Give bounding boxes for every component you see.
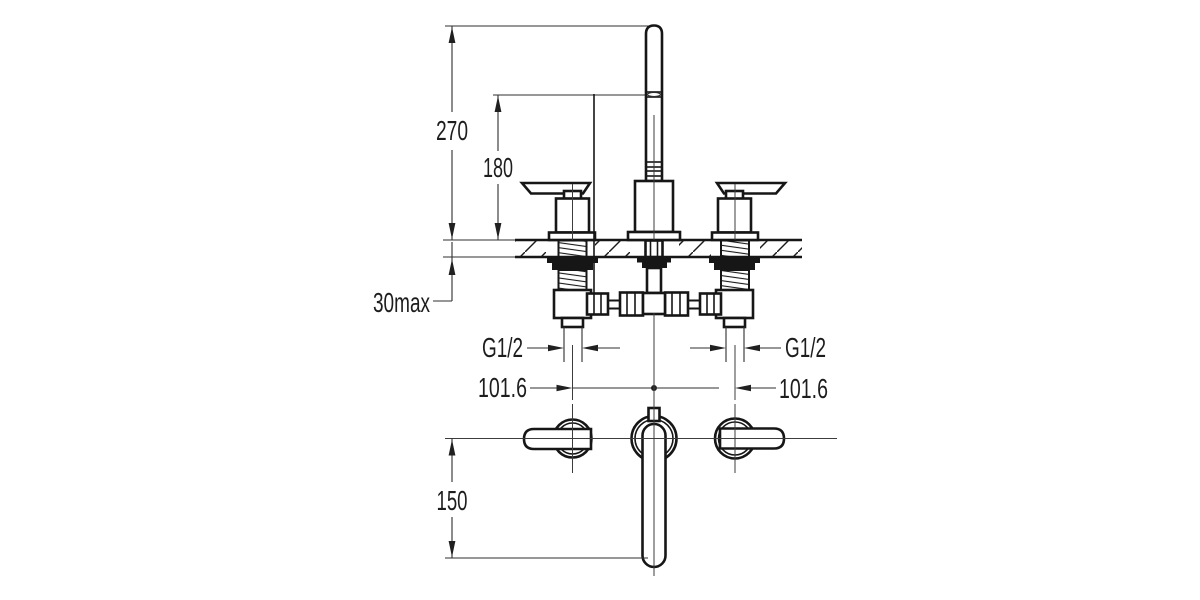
right-locknut <box>709 257 760 263</box>
dim-270-label: 270 <box>436 115 468 146</box>
arrowhead-down <box>448 541 456 557</box>
arrowhead-down <box>448 223 456 239</box>
dim-101-right-label: 101.6 <box>779 373 828 404</box>
right-shank-through-deck <box>720 239 750 258</box>
dim-180-label: 180 <box>483 152 513 183</box>
dimensions: 270 180 30max G1/2 <box>373 26 828 404</box>
spout-tube <box>644 24 664 183</box>
dim-deck-thickness: 30max <box>373 242 456 318</box>
dim-spout-outlet-height: 180 <box>483 95 513 240</box>
dim-101-left-label: 101.6 <box>478 372 527 403</box>
arrowhead-down <box>494 223 502 239</box>
right-outlet-nub <box>722 316 747 329</box>
center-tee-and-pipes <box>585 94 723 317</box>
arrowhead-up <box>494 96 502 112</box>
spout-shank-flange <box>637 257 671 263</box>
arrowhead-up <box>448 439 456 456</box>
hex-fitting <box>698 292 723 316</box>
deck-hatch <box>515 241 546 257</box>
spout-inlet-stem <box>645 266 663 295</box>
left-outlet-nub <box>560 316 585 329</box>
arrowhead-right <box>548 344 564 352</box>
spout-shank-flange <box>642 262 667 268</box>
right-handle <box>710 181 788 242</box>
dim-g12-right-label: G1/2 <box>785 332 826 363</box>
arrowhead-right <box>556 384 573 392</box>
right-locknut <box>714 263 755 270</box>
arrowhead-up <box>448 27 456 43</box>
arrowhead-left <box>582 344 598 352</box>
deck-hatch <box>595 241 630 257</box>
elevation-view <box>443 24 802 400</box>
left-locknut <box>547 257 598 263</box>
dim-thread-left: G1/2 <box>482 332 620 363</box>
dim-30max-label: 30max <box>373 287 430 318</box>
left-shank-through-deck <box>557 239 588 258</box>
arrowhead-right <box>710 344 726 352</box>
arrowhead-up <box>448 259 456 275</box>
spout-shank-through-deck <box>644 239 664 259</box>
right-threaded-shank <box>720 269 750 291</box>
deck-hatch <box>760 241 802 257</box>
left-handle <box>519 181 597 242</box>
dim-150-label: 150 <box>437 485 468 516</box>
left-valve-body <box>552 288 593 320</box>
dim-spout-reach: 150 <box>437 438 648 559</box>
arrowhead-left <box>735 384 751 392</box>
dim-spacing-left: 101.6 <box>478 372 657 403</box>
pipe-fittings <box>585 94 723 317</box>
aerator-lens <box>646 91 662 98</box>
deck-hatch <box>679 241 711 257</box>
plan-view: 150 <box>437 313 837 576</box>
tee-body <box>641 291 667 316</box>
left-threaded-shank <box>557 269 588 291</box>
hex-fitting <box>618 291 645 317</box>
dim-overall-height: 270 <box>436 26 468 240</box>
dim-g12-left-label: G1/2 <box>482 332 523 363</box>
left-locknut <box>552 263 593 270</box>
dim-spacing-right: 101.6 <box>654 373 828 404</box>
dim-thread-right: G1/2 <box>690 332 826 363</box>
left-valve-underbody <box>547 239 598 362</box>
hex-fitting <box>663 291 690 317</box>
arrowhead-left <box>744 344 760 352</box>
hex-fitting <box>585 292 610 316</box>
